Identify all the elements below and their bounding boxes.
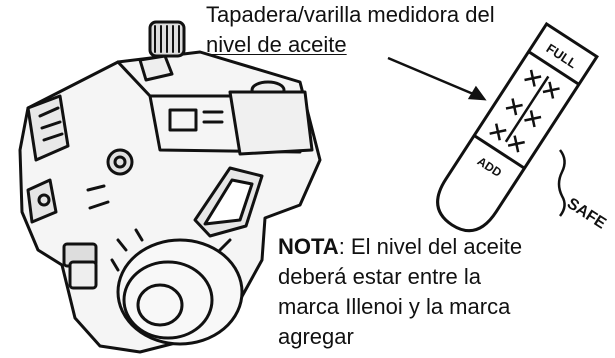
pointer-arrow <box>387 56 487 101</box>
dipstick-callout-line1: Tapadera/varilla medidora del <box>206 2 495 27</box>
note-line-1: NOTA: El nivel del aceite <box>278 234 522 260</box>
note-line-3: marca Illenoi y la marca <box>278 294 511 319</box>
note-line-4: agregar <box>278 324 354 349</box>
dipstick-callout-line2: nivel de aceite <box>206 32 347 57</box>
note-line-2: deberá estar entre la <box>278 264 482 289</box>
safe-label: SAFE <box>564 195 609 233</box>
dipstick-illustration: FULL OK ADD <box>436 21 599 233</box>
note-prefix: NOTA <box>278 234 339 259</box>
note-line1-rest: : El nivel del aceite <box>338 234 523 259</box>
